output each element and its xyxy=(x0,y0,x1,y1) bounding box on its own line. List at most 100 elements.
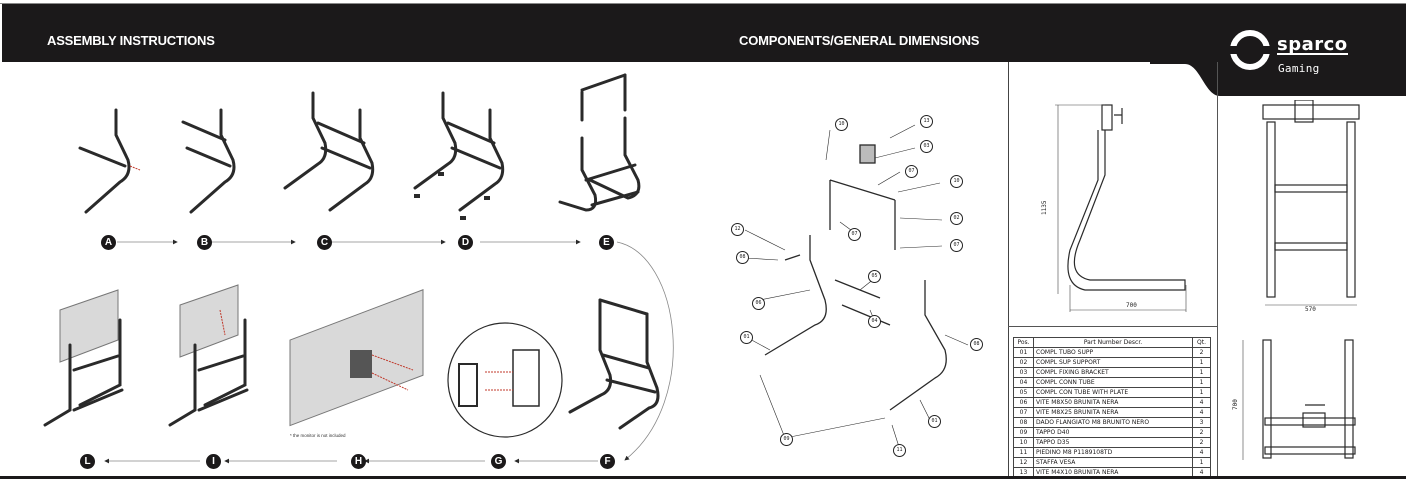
step-a-illustration xyxy=(70,100,150,224)
parts-table-header: Pos. Part Number Descr. Qt. xyxy=(1013,337,1211,348)
part-pos: 12 xyxy=(1013,457,1034,468)
step-marker-g: G xyxy=(491,454,506,469)
brand-subline: Gaming xyxy=(1278,62,1320,75)
side-view-drawing xyxy=(1055,104,1187,312)
part-pos: 10 xyxy=(1013,437,1034,448)
step-marker-b: B xyxy=(197,235,212,250)
part-pos: 02 xyxy=(1013,357,1034,368)
callout-11: 11 xyxy=(893,444,906,457)
part-qty: 4 xyxy=(1192,447,1211,458)
part-pos: 05 xyxy=(1013,387,1034,398)
step-flow-arrows xyxy=(104,239,674,464)
step-marker-c: C xyxy=(317,235,332,250)
part-qty: 1 xyxy=(1192,357,1211,368)
part-descr: COMPL CONN TUBE xyxy=(1033,377,1193,388)
callout-12: 12 xyxy=(731,223,744,236)
step-h-illustration xyxy=(288,285,428,434)
callout-02: 02 xyxy=(950,212,963,225)
part-pos: 08 xyxy=(1013,417,1034,428)
callout-04: 04 xyxy=(868,315,881,328)
callout-05: 05 xyxy=(868,270,881,283)
assembly-instructions-title: ASSEMBLY INSTRUCTIONS xyxy=(47,33,215,48)
part-descr: VITE M8X50 BRUNITA NERA xyxy=(1033,397,1193,408)
descr-header: Part Number Descr. xyxy=(1033,337,1193,348)
part-descr: COMPL FIXING BRACKET xyxy=(1033,367,1193,378)
front-width-dimension: 570 xyxy=(1305,306,1316,313)
callout-10: 10 xyxy=(835,118,848,131)
side-height-dimension: 1135 xyxy=(1041,200,1048,215)
side-depth-dimension: 700 xyxy=(1126,302,1137,309)
part-descr: STAFFA VESA xyxy=(1033,457,1193,468)
step-i-illustration xyxy=(165,284,265,439)
part-qty: 3 xyxy=(1192,417,1211,428)
step-l-illustration xyxy=(40,289,140,444)
part-qty: 1 xyxy=(1192,457,1211,468)
step-d-illustration xyxy=(410,88,520,232)
part-pos: 01 xyxy=(1013,347,1034,358)
part-descr: COMPL CON TUBE WITH PLATE xyxy=(1033,387,1193,398)
part-pos: 04 xyxy=(1013,377,1034,388)
callout-08: 08 xyxy=(736,251,749,264)
components-dimensions-title: COMPONENTS/GENERAL DIMENSIONS xyxy=(739,33,980,48)
brand-logo-tab xyxy=(1150,4,1406,96)
bottom-rule xyxy=(0,476,1406,479)
callout-01: 01 xyxy=(740,331,753,344)
part-descr: TAPPO D35 xyxy=(1033,437,1193,448)
top-rule xyxy=(0,3,1406,4)
part-descr: COMPL SUP SUPPORT xyxy=(1033,357,1193,368)
pos-header: Pos. xyxy=(1013,337,1034,348)
sparco-swirl-icon xyxy=(1230,30,1270,70)
step-b-illustration xyxy=(175,100,255,224)
qty-header: Qt. xyxy=(1192,337,1211,348)
callout-07b: 07 xyxy=(848,228,861,241)
part-descr: VITE M8X25 BRUNITA NERA xyxy=(1033,407,1193,418)
step-marker-d: D xyxy=(458,235,473,250)
step-marker-l: L xyxy=(80,454,95,469)
callout-07c: 07 xyxy=(950,239,963,252)
callout-03: 03 xyxy=(920,140,933,153)
part-descr: TAPPO D40 xyxy=(1033,427,1193,438)
part-pos: 03 xyxy=(1013,367,1034,378)
step-f-illustration xyxy=(565,290,675,444)
top-view-drawing xyxy=(1242,339,1356,460)
part-pos: 11 xyxy=(1013,447,1034,458)
step-marker-e: E xyxy=(599,235,614,250)
part-qty: 1 xyxy=(1192,387,1211,398)
callout-06: 06 xyxy=(752,297,765,310)
part-descr: DADO FLANGIATO M8 BRUNITO NERO xyxy=(1033,417,1193,428)
part-qty: 2 xyxy=(1192,437,1211,448)
part-qty: 4 xyxy=(1192,407,1211,418)
step-e-illustration xyxy=(550,70,660,234)
step-marker-a: A xyxy=(101,235,116,250)
part-qty: 2 xyxy=(1192,427,1211,438)
step-marker-h: H xyxy=(351,454,366,469)
step-c-illustration xyxy=(280,88,390,227)
front-view-drawing xyxy=(1262,100,1360,306)
part-qty: 2 xyxy=(1192,347,1211,358)
part-pos: 09 xyxy=(1013,427,1034,438)
callout-08b: 08 xyxy=(970,338,983,351)
callout-10b: 10 xyxy=(950,175,963,188)
top-depth-dimension: 700 xyxy=(1232,399,1239,410)
part-pos: 07 xyxy=(1013,407,1034,418)
callout-07: 07 xyxy=(905,165,918,178)
part-qty: 4 xyxy=(1192,397,1211,408)
monitor-not-included-note: * the monitor is not included xyxy=(290,433,346,438)
brand-name: sparco xyxy=(1277,34,1348,55)
step-g-bracket-detail xyxy=(445,320,565,444)
step-marker-i: I xyxy=(206,454,221,469)
section-divider xyxy=(1008,62,1009,476)
step-marker-f: F xyxy=(600,454,615,469)
part-pos: 06 xyxy=(1013,397,1034,408)
part-qty: 1 xyxy=(1192,377,1211,388)
